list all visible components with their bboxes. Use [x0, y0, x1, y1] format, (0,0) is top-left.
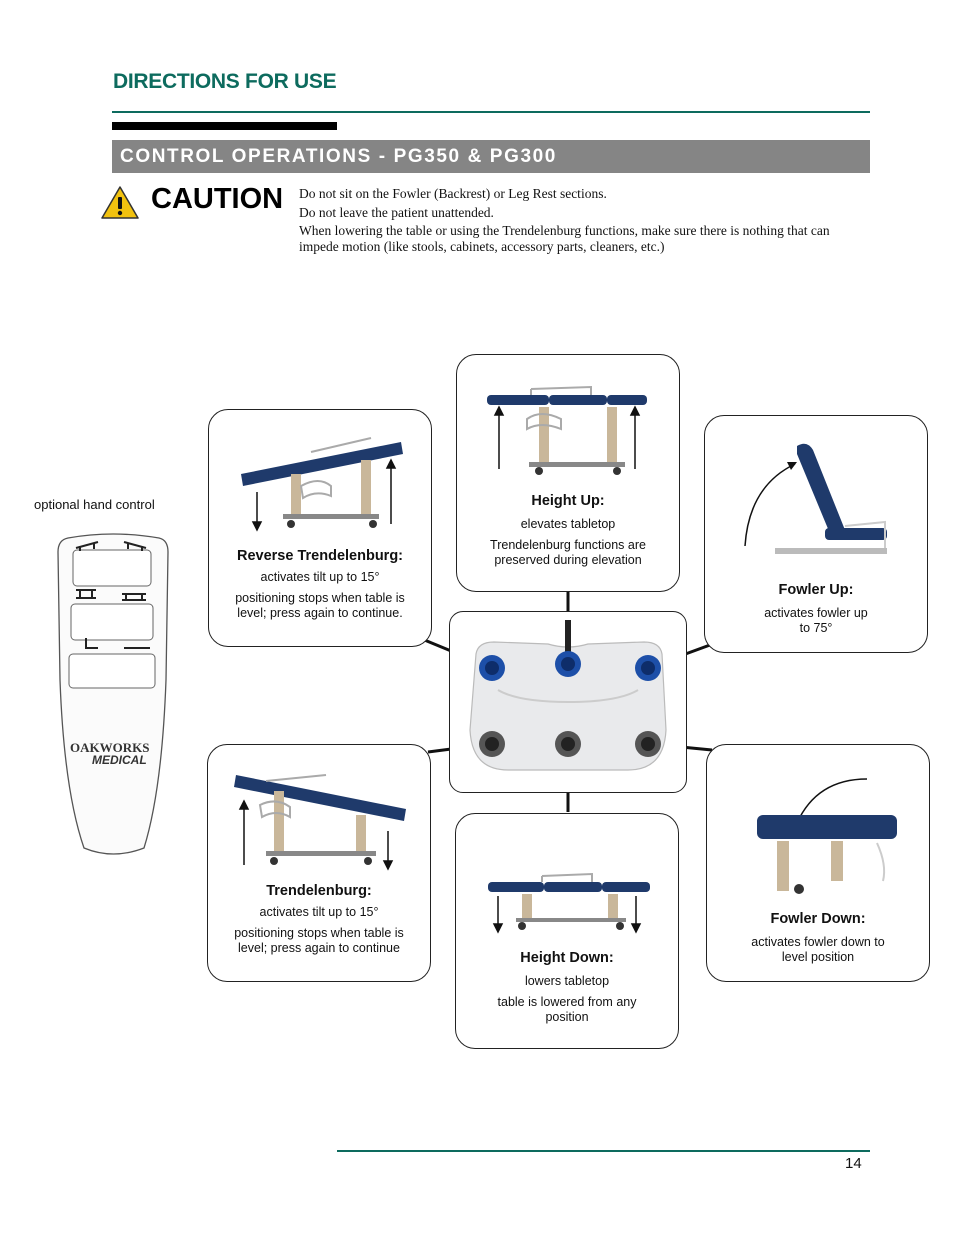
fowler-down-title: Fowler Down:: [770, 911, 866, 927]
section-banner: CONTROL OPERATIONS - PG350 & PG300: [112, 140, 870, 173]
table-lowered-image: [488, 872, 650, 934]
fowler-up-panel: Fowler Up: activates fowler up to 75°: [704, 415, 928, 653]
reverse-trendelenburg-note: positioning stops when table is level; p…: [235, 591, 405, 620]
fowler-down-desc: activates fowler down to level position: [751, 935, 885, 964]
caution-heading: CAUTION: [151, 183, 284, 215]
trendelenburg-panel: Trendelenburg: activates tilt up to 15° …: [207, 744, 431, 982]
top-rule: [112, 111, 870, 113]
fowler-down-panel: Fowler Down: activates fowler down to le…: [706, 744, 930, 982]
fowler-raised-image: [744, 443, 887, 554]
reverse-trendelenburg-panel: Reverse Trendelenburg: activates tilt up…: [208, 409, 432, 647]
section-title: DIRECTIONS FOR USE: [113, 70, 337, 93]
fowler-lowered-image: [757, 778, 897, 894]
hand-control-label: optional hand control: [34, 497, 155, 512]
fowler-up-desc: activates fowler up to 75°: [764, 606, 868, 635]
height-down-title: Height Down:: [520, 950, 614, 966]
reverse-trendelenburg-title: Reverse Trendelenburg:: [237, 548, 403, 564]
caution-line: Do not sit on the Fowler (Backrest) or L…: [299, 186, 607, 201]
trendelenburg-title: Trendelenburg:: [266, 883, 372, 899]
reverse-trendelenburg-desc: activates tilt up to 15°: [260, 570, 380, 584]
trendelenburg-desc: activates tilt up to 15°: [259, 905, 379, 919]
accent-bar: [112, 122, 337, 130]
page-number: 14: [845, 1155, 862, 1172]
height-down-panel: Height Down: lowers tabletop table is lo…: [455, 813, 679, 1049]
table-elevated-image: [487, 385, 647, 475]
height-up-note: Trendelenburg functions are preserved du…: [490, 538, 646, 567]
caution-line: Do not leave the patient unattended.: [299, 204, 494, 220]
bottom-rule: [337, 1150, 870, 1152]
oakworks-logo-bottom: MEDICAL: [92, 753, 147, 767]
height-up-desc: elevates tabletop: [520, 517, 616, 531]
caution-line: When lowering the table or using the Tre…: [299, 223, 830, 254]
height-up-panel: Height Up: elevates tabletop Trendelenbu…: [456, 354, 680, 592]
hand-control: OAKWORKS MEDICAL: [56, 530, 171, 865]
height-down-desc: lowers tabletop: [524, 974, 610, 988]
height-up-title: Height Up:: [531, 493, 605, 509]
banner-title: CONTROL OPERATIONS - PG350 & PG300: [120, 146, 557, 167]
table-tilt-image: [234, 774, 406, 871]
fowler-up-title: Fowler Up:: [778, 582, 854, 598]
trendelenburg-note: positioning stops when table is level; p…: [234, 926, 404, 955]
warning-icon: [100, 185, 140, 226]
table-reverse-tilt-image: [241, 437, 403, 532]
control-pad-panel: [449, 611, 687, 793]
caution-text: Do not sit on the Fowler (Backrest) or L…: [299, 186, 859, 257]
height-down-note: table is lowered from any position: [497, 995, 637, 1024]
control-pad-image: [469, 620, 667, 771]
oakworks-logo-top: OAKWORKS: [70, 740, 149, 755]
